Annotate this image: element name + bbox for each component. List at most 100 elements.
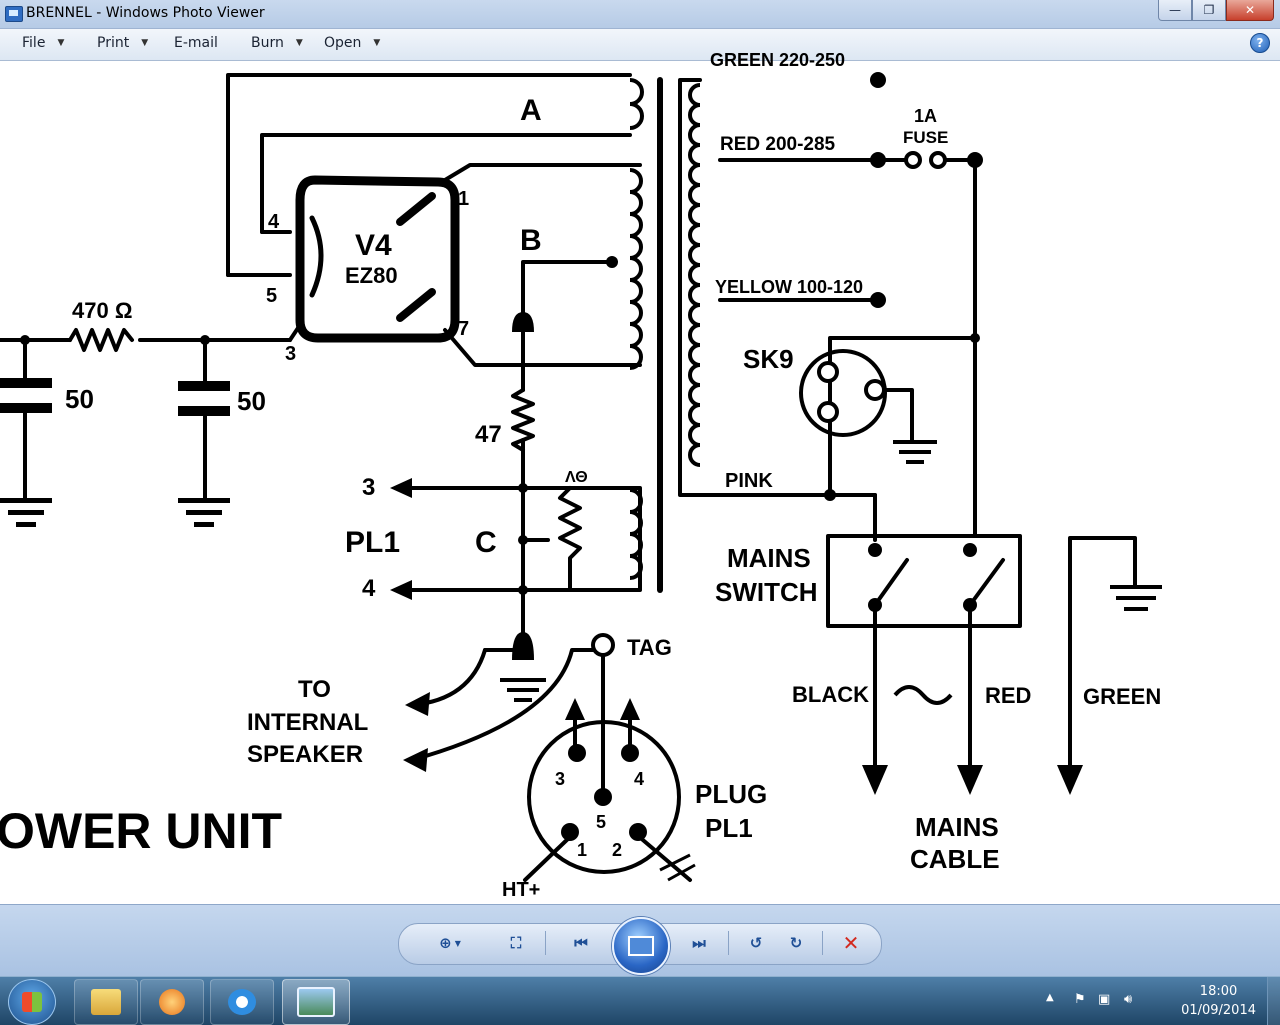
speaker-label-3: SPEAKER — [247, 741, 363, 768]
internet-explorer-icon — [228, 989, 256, 1015]
wire-red-label: RED — [985, 683, 1031, 708]
mains-switch-label-1: MAINS — [727, 543, 811, 573]
tap-yellow-label: YELLOW 100-120 — [715, 277, 863, 297]
tap-pink-label: PINK — [725, 470, 773, 492]
speaker-label-2: INTERNAL — [247, 709, 368, 736]
menu-open-label: Open — [324, 35, 362, 51]
wire-black-label: BLACK — [792, 682, 869, 707]
next-button[interactable]: ⏭ — [686, 931, 712, 955]
mains-cable-label-1: MAINS — [915, 812, 999, 842]
tag-label: TAG — [627, 635, 672, 660]
taskbar: ▲ ⚑ ▣ 🔊︎ 18:00 01/09/2014 — [0, 976, 1280, 1025]
slideshow-button[interactable] — [612, 917, 670, 975]
chevron-down-icon: ▼ — [373, 38, 381, 48]
pl1-pin4-label: 4 — [362, 575, 376, 602]
circuit-schematic: A B C V4 EZ80 1 3 4 5 7 470 Ω 47 ΛΘ 50 5… — [0, 50, 1162, 901]
title-bar: BRENNEL - Windows Photo Viewer — ❐ ✕ — [0, 0, 1280, 29]
resistor-47-label: 47 — [475, 421, 502, 448]
resistor-470-label: 470 Ω — [72, 298, 132, 323]
menu-print[interactable]: Print ▼ — [97, 35, 148, 51]
close-button[interactable]: ✕ — [1226, 0, 1274, 21]
viewer-control-bar: ⊕▼ ⛶ ⏮ ⏭ ↺ ↻ ✕ — [0, 904, 1280, 977]
menu-email[interactable]: E-mail — [174, 35, 218, 51]
clock-date: 01/09/2014 — [1181, 1003, 1256, 1018]
rotate-counterclockwise-button[interactable]: ↺ — [745, 931, 767, 955]
menu-burn-label: Burn — [251, 35, 284, 51]
minimize-button[interactable]: — — [1158, 0, 1192, 21]
delete-button[interactable]: ✕ — [839, 931, 863, 955]
power-unit-title: OWER UNIT — [0, 803, 282, 859]
valve-label: V4 — [355, 229, 392, 262]
network-icon[interactable]: ▣ — [1098, 992, 1111, 1007]
rotate-left-icon: ↺ — [749, 934, 763, 952]
plug-pin-4-label: 4 — [634, 769, 644, 789]
media-player-icon — [159, 989, 185, 1015]
rotate-clockwise-button[interactable]: ↻ — [785, 931, 807, 955]
taskbar-media-player[interactable] — [140, 979, 204, 1025]
cap-right-label: 50 — [237, 386, 266, 416]
ht-plus-label: HT+ — [502, 879, 540, 901]
speaker-label-1: TO — [298, 676, 331, 703]
menu-burn[interactable]: Burn ▼ — [251, 35, 303, 51]
winding-c-label: C — [475, 526, 497, 559]
action-center-icon[interactable]: ⚑ — [1074, 992, 1086, 1007]
next-icon: ⏭ — [692, 934, 706, 952]
wire-green-label: GREEN — [1083, 684, 1161, 709]
mains-cable-label-2: CABLE — [910, 844, 1000, 874]
show-hidden-icons-icon[interactable]: ▲ — [1046, 992, 1054, 1003]
photo-viewer-icon — [297, 987, 335, 1017]
menu-email-label: E-mail — [174, 35, 218, 51]
start-button[interactable] — [8, 979, 56, 1025]
maximize-button[interactable]: ❐ — [1192, 0, 1226, 21]
pl1-pin3-label: 3 — [362, 474, 375, 501]
previous-button[interactable]: ⏮ — [568, 931, 594, 955]
window-title: BRENNEL - Windows Photo Viewer — [26, 5, 265, 21]
delete-icon: ✕ — [842, 931, 860, 955]
plug-pin-5-label: 5 — [596, 812, 606, 832]
pot-label: ΛΘ — [565, 469, 588, 486]
chevron-down-icon: ▼ — [454, 938, 461, 948]
pl1-label: PL1 — [345, 526, 400, 559]
actual-size-button[interactable]: ⛶ — [505, 931, 527, 955]
taskbar-photo-viewer[interactable] — [282, 979, 350, 1025]
plug-pin-3-label: 3 — [555, 769, 565, 789]
taskbar-internet-explorer[interactable] — [210, 979, 274, 1025]
plug-label-1: PLUG — [695, 779, 767, 809]
divider — [728, 931, 729, 955]
image-viewport[interactable]: A B C V4 EZ80 1 3 4 5 7 470 Ω 47 ΛΘ 50 5… — [0, 50, 1280, 904]
divider — [545, 931, 546, 955]
chevron-down-icon: ▼ — [141, 38, 149, 48]
folder-icon — [91, 989, 121, 1015]
taskbar-explorer[interactable] — [74, 979, 138, 1025]
winding-b-label: B — [520, 224, 542, 257]
pin-4-label: 4 — [268, 211, 280, 233]
clock-time: 18:00 — [1199, 984, 1238, 999]
fuse-label: FUSE — [903, 128, 948, 147]
zoom-button[interactable]: ⊕▼ — [428, 931, 472, 955]
menu-open[interactable]: Open ▼ — [324, 35, 380, 51]
chevron-down-icon: ▼ — [57, 38, 65, 48]
winding-a-label: A — [520, 94, 542, 127]
divider — [822, 931, 823, 955]
pin-5-label: 5 — [266, 285, 277, 307]
help-icon[interactable]: ? — [1250, 33, 1270, 53]
chevron-down-icon: ▼ — [295, 38, 303, 48]
plug-label-2: PL1 — [705, 813, 753, 843]
photo-viewer-icon — [5, 6, 23, 22]
system-tray: ▲ ⚑ ▣ 🔊︎ 18:00 01/09/2014 — [1040, 977, 1280, 1025]
fit-window-icon: ⛶ — [510, 934, 522, 952]
tap-green-label: GREEN 220-250 — [710, 50, 845, 70]
plug-pin-2-label: 2 — [612, 840, 622, 860]
fuse-rating-label: 1A — [914, 106, 937, 126]
show-desktop-button[interactable] — [1267, 977, 1280, 1025]
menu-bar: File ▼ Print ▼ E-mail Burn ▼ Open ▼ ? — [0, 29, 1280, 61]
clock[interactable]: 18:00 01/09/2014 — [1181, 982, 1256, 1020]
volume-icon[interactable]: 🔊︎ — [1124, 992, 1133, 1007]
previous-icon: ⏮ — [574, 934, 588, 952]
menu-file-label: File — [22, 35, 46, 51]
valve-type-label: EZ80 — [345, 263, 398, 288]
transformer-coils — [629, 78, 953, 882]
menu-file[interactable]: File ▼ — [22, 35, 64, 51]
zoom-icon: ⊕ — [439, 934, 452, 952]
menu-print-label: Print — [97, 35, 130, 51]
